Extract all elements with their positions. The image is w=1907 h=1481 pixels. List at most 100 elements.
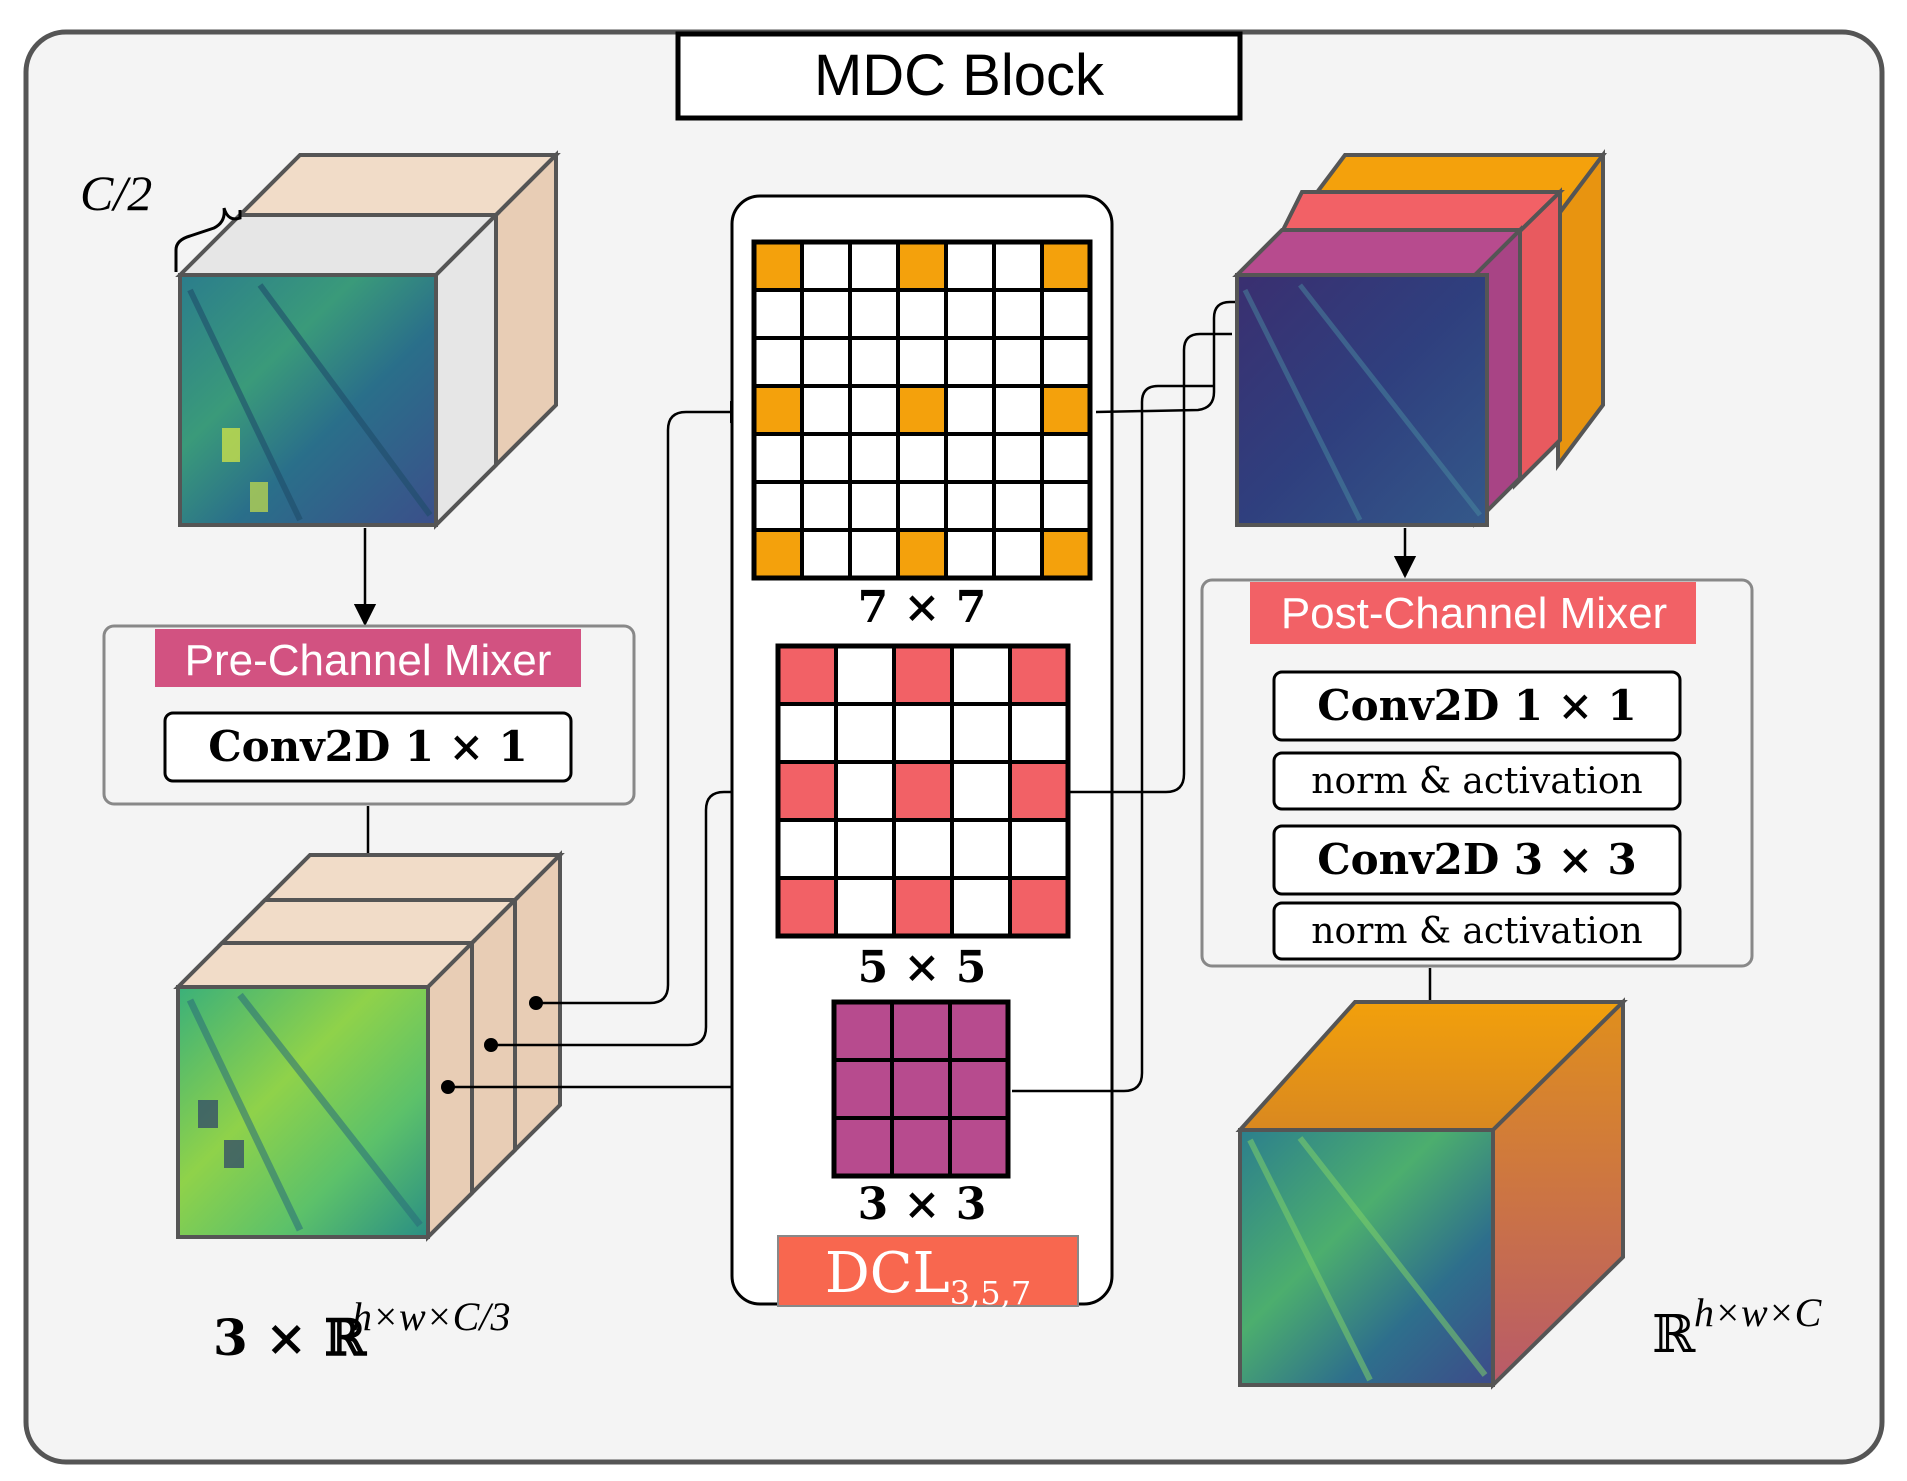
- split-shape-exponent: h×w×C/3: [352, 1294, 510, 1339]
- kernel-cell: [848, 528, 900, 580]
- kernel-cell: [776, 702, 838, 764]
- output-cube: ℝ h×w×C: [1235, 997, 1823, 1390]
- dcl-panel: 7 × 7 5 × 5 3 × 3 DCL3,5,7: [730, 194, 1114, 1312]
- split-shape-label: 3 × ℝ: [213, 1308, 367, 1367]
- svg-text:DCL3,5,7: DCL3,5,7: [825, 1241, 1031, 1312]
- kernel-cell: [950, 876, 1012, 938]
- kernel-cell: [896, 336, 948, 388]
- kernel-cell: [848, 432, 900, 484]
- kernel-cell-active: [776, 876, 838, 938]
- post-mixer-row-2: norm & activation: [1311, 761, 1642, 802]
- kernel-cell: [1040, 480, 1092, 532]
- kernel-cell: [992, 288, 1044, 340]
- title-box: MDC Block: [675, 31, 1243, 121]
- kernel-cell: [800, 240, 852, 292]
- kernel-cell-active: [776, 644, 838, 706]
- kernel-cell: [950, 760, 1012, 822]
- kernel-cell-active: [948, 1000, 1010, 1062]
- kernel-cell: [944, 432, 996, 484]
- kernel-cell: [834, 876, 896, 938]
- kernel-cell-active: [890, 1058, 952, 1120]
- kernel-cell: [950, 702, 1012, 764]
- kernel-cell-active: [892, 644, 954, 706]
- kernel-cell-active: [892, 876, 954, 938]
- kernel-border: [751, 239, 1093, 581]
- split-cube: 3 × ℝ h×w×C/3: [173, 850, 565, 1367]
- kernel-cell: [892, 818, 954, 880]
- kernel-border: [775, 643, 1071, 939]
- kernel-cell: [800, 336, 852, 388]
- satellite-image-input: [178, 273, 438, 527]
- channel-brace: [174, 207, 242, 272]
- kernel-5x5-caption: 5 × 5: [858, 942, 987, 993]
- kernel-cell: [992, 384, 1044, 436]
- kernel-cell: [896, 480, 948, 532]
- kernel-cell-active: [1008, 876, 1070, 938]
- output-shape-label: ℝ: [1652, 1305, 1696, 1365]
- kernel-3x3-grid: [831, 999, 1011, 1179]
- kernel-cell: [992, 336, 1044, 388]
- kernel-cell: [848, 288, 900, 340]
- kernel-cell: [992, 528, 1044, 580]
- channel-annotation: C/2: [80, 165, 152, 221]
- diagram-title: MDC Block: [814, 43, 1105, 108]
- kernel-cell: [1040, 432, 1092, 484]
- kernel-cell: [834, 818, 896, 880]
- satellite-image-stacked: [1235, 273, 1489, 527]
- dcl-label-box: [777, 1235, 1079, 1307]
- kernel-cell: [944, 384, 996, 436]
- kernel-cell: [992, 480, 1044, 532]
- kernel-cell-active: [752, 240, 804, 292]
- kernel-cell: [1008, 702, 1070, 764]
- kernel-cell: [992, 240, 1044, 292]
- satellite-image-split: [176, 985, 430, 1239]
- kernel-cell: [800, 384, 852, 436]
- pre-channel-mixer: Pre-Channel Mixer Conv2D 1 × 1: [102, 624, 636, 806]
- kernel-cell: [800, 432, 852, 484]
- kernel-cell: [944, 288, 996, 340]
- kernel-cell-active: [890, 1116, 952, 1178]
- kernel-cell: [800, 288, 852, 340]
- input-cube: C/2: [80, 150, 561, 530]
- kernel-cell: [950, 818, 1012, 880]
- kernel-cell-active: [1040, 384, 1092, 436]
- post-mixer-row-3: Conv2D 3 × 3: [1317, 835, 1637, 884]
- post-mixer-label: Post-Channel Mixer: [1281, 589, 1667, 638]
- kernel-cell: [944, 336, 996, 388]
- dcl-label: DCL: [825, 1241, 950, 1306]
- kernel-cell: [1040, 336, 1092, 388]
- kernel-cell-active: [896, 384, 948, 436]
- kernel-cell: [848, 336, 900, 388]
- kernel-cell: [848, 240, 900, 292]
- pre-mixer-conv: Conv2D 1 × 1: [208, 722, 528, 771]
- kernel-cell-active: [896, 240, 948, 292]
- kernel-cell: [752, 432, 804, 484]
- kernel-cell-active: [832, 1000, 894, 1062]
- output-shape-exponent: h×w×C: [1694, 1290, 1823, 1335]
- kernel-7x7-grid: [751, 239, 1093, 581]
- kernel-cell: [944, 240, 996, 292]
- kernel-cell-active: [832, 1058, 894, 1120]
- kernel-cell-active: [896, 528, 948, 580]
- kernel-cell: [800, 528, 852, 580]
- kernel-3x3-caption: 3 × 3: [858, 1179, 987, 1230]
- kernel-cell: [848, 480, 900, 532]
- kernel-cell: [944, 528, 996, 580]
- kernel-cell-active: [832, 1116, 894, 1178]
- kernel-to-stack-connectors: [1012, 300, 1248, 1093]
- post-mixer-row-4: norm & activation: [1311, 911, 1642, 952]
- post-mixer-row-1: Conv2D 1 × 1: [1317, 681, 1637, 730]
- post-channel-mixer: Post-Channel Mixer Conv2D 1 × 1 norm & a…: [1200, 578, 1754, 968]
- kernel-cell-active: [1008, 644, 1070, 706]
- kernel-cell: [944, 480, 996, 532]
- kernel-cell: [776, 818, 838, 880]
- kernel-cell-active: [776, 760, 838, 822]
- kernel-cell-active: [890, 1000, 952, 1062]
- kernel-cell: [834, 760, 896, 822]
- kernel-cell-active: [948, 1058, 1010, 1120]
- kernel-cell: [834, 702, 896, 764]
- kernel-7x7-caption: 7 × 7: [858, 582, 987, 633]
- kernel-cell-active: [1040, 240, 1092, 292]
- kernel-cell: [1040, 288, 1092, 340]
